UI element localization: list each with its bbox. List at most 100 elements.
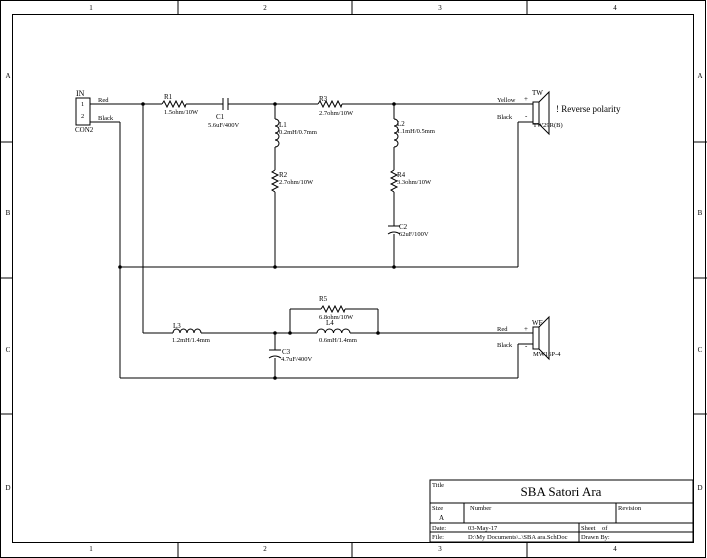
r1-ref: R1 [164, 93, 173, 101]
l1-value: 0.2mH/0.7mm [279, 129, 317, 136]
row-label-left-c: C [6, 346, 11, 354]
l2-value: 1.1mH/0.5mm [397, 128, 435, 135]
capacitor-c2: C2 62uF/100V [387, 223, 429, 238]
l2-ref: L2 [397, 120, 405, 128]
resistor-r3: R3 2.7ohm/10W [317, 95, 354, 117]
wire-label-black-in: Black [98, 115, 114, 122]
size-value: A [439, 514, 444, 522]
column-label-bottom-4: 4 [613, 545, 617, 553]
column-label-bottom-1: 1 [89, 545, 93, 553]
junction-dot [392, 102, 396, 106]
file-label: File: [432, 534, 444, 541]
c2-ref: C2 [399, 223, 408, 231]
row-label-right-d: D [697, 484, 702, 492]
connector-con2: IN 1 2 CON2 [75, 89, 94, 134]
column-label-bottom-3: 3 [438, 545, 442, 553]
wire-label-red-in: Red [98, 97, 109, 104]
wf-minus: - [525, 342, 528, 350]
tw-ref: TW [532, 89, 543, 97]
row-label-right-b: B [698, 209, 703, 217]
title-block: Title SBA Satori Ara Size A Number Revis… [429, 479, 694, 543]
r2-ref: R2 [279, 171, 288, 179]
woofer-cone [538, 315, 550, 361]
column-label-top-1: 1 [89, 4, 93, 12]
row-label-right-c: C [698, 346, 703, 354]
frame-column-labels: 1 2 3 4 1 2 3 4 [89, 4, 617, 553]
l3-value: 1.2mH/1.4mm [172, 337, 210, 344]
junction-dot [273, 102, 277, 106]
wire-label-black-tw: Black [497, 114, 513, 121]
row-label-left-b: B [6, 209, 11, 217]
r4-ref: R4 [397, 171, 406, 179]
wf-model: MW16P-4 [533, 351, 561, 358]
l4-value: 0.6mH/1.4mm [319, 337, 357, 344]
woofer-wf: WF + - MW16P-4 [524, 315, 561, 361]
inductor-l2: L2 1.1mH/0.5mm [393, 118, 435, 148]
junction-dot [392, 265, 396, 269]
c3-ref: C3 [282, 348, 291, 356]
wire-label-black-wf: Black [497, 342, 513, 349]
junction-dot [141, 102, 145, 106]
tw-plus: + [524, 95, 528, 103]
inductor-l1: L1 0.2mH/0.7mm [274, 118, 317, 148]
sheet-label: Sheet of [581, 525, 608, 532]
junctions [118, 102, 396, 380]
size-label: Size [432, 505, 443, 512]
number-label: Number [470, 505, 492, 512]
wf-plus: + [524, 325, 528, 333]
c1-value: 5.6uF/400V [208, 122, 240, 129]
connector-label-in: IN [76, 89, 85, 98]
tw-note: ! Reverse polarity [556, 104, 621, 114]
revision-label: Revision [618, 505, 642, 512]
junction-dot [376, 331, 380, 335]
c2-value: 62uF/100V [399, 231, 429, 238]
column-label-top-3: 3 [438, 4, 442, 12]
wire-label-red-wf: Red [497, 326, 508, 333]
connector-pin-1: 1 [81, 101, 84, 108]
junction-dot [273, 376, 277, 380]
l1-ref: L1 [279, 121, 287, 129]
drawn-by-label: Drawn By: [581, 534, 610, 541]
woofer-magnet [532, 326, 540, 350]
tweeter-tw: TW + - ! Reverse polarity TW29R(B) [524, 89, 621, 136]
drawing-title: SBA Satori Ara [521, 484, 602, 499]
r3-value: 2.7ohm/10W [319, 110, 354, 117]
row-label-left-a: A [5, 72, 10, 80]
l4-ref: L4 [326, 319, 334, 327]
junction-dot [118, 265, 122, 269]
column-label-bottom-2: 2 [263, 545, 267, 553]
title-label: Title [432, 482, 444, 489]
inductor-l3: L3 1.2mH/1.4mm [172, 322, 210, 344]
junction-dot [288, 331, 292, 335]
wf-ref: WF [532, 319, 543, 327]
tweeter-magnet [532, 101, 540, 125]
row-label-left-d: D [5, 484, 10, 492]
r5-value: 6.8ohm/10W [319, 314, 354, 321]
junction-dot [273, 265, 277, 269]
r3-ref: R3 [319, 95, 328, 103]
inductor-l4: L4 0.6mH/1.4mm [316, 319, 357, 344]
tw-model: TW29R(B) [533, 122, 563, 129]
c3-value: 4.7uF/400V [281, 356, 313, 363]
r4-value: 3.3ohm/10W [397, 179, 432, 186]
capacitor-c1: C1 5.6uF/400V [208, 98, 240, 129]
connector-ref: CON2 [75, 126, 94, 134]
r5-ref: R5 [319, 295, 328, 303]
resistor-r4: R4 3.3ohm/10W [389, 169, 432, 193]
capacitor-c3: C3 4.7uF/400V [268, 348, 313, 363]
column-label-top-2: 2 [263, 4, 267, 12]
date-label: Date: [432, 525, 446, 532]
row-label-right-a: A [697, 72, 702, 80]
connector-pin-2: 2 [81, 113, 84, 120]
resistor-r5: R5 6.8ohm/10W [319, 295, 354, 321]
date-value: 03-May-17 [468, 525, 498, 532]
resistor-r2: R2 2.7ohm/10W [270, 169, 314, 193]
wire-label-yellow-tw: Yellow [497, 97, 516, 104]
junction-dot [273, 331, 277, 335]
c1-ref: C1 [216, 113, 225, 121]
wire-labels: Red Black Yellow Black Red Black [98, 97, 516, 349]
resistor-r1: R1 1.5ohm/10W [161, 93, 199, 116]
tweeter-cone [538, 90, 550, 136]
